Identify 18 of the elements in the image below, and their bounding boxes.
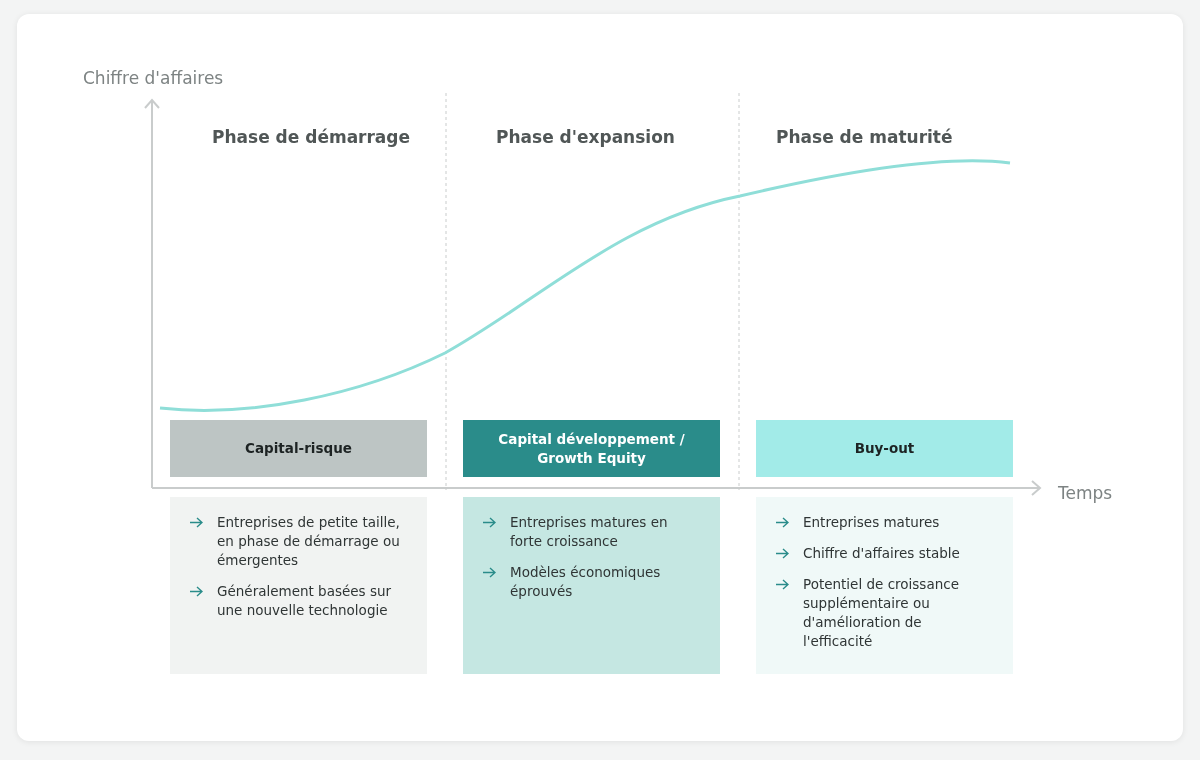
list-item: Entreprises matures xyxy=(803,513,940,532)
list-item: Modèles économiques éprouvés xyxy=(510,563,662,601)
phase-heading: Phase de maturité xyxy=(776,127,953,147)
financing-type-box: Capital-risque xyxy=(170,420,427,477)
axis-label: Temps xyxy=(1058,483,1113,503)
characteristics-panel xyxy=(756,497,1013,674)
list-item: Potentiel de croissance supplémentaire ou d'amélioration de l'efficacité xyxy=(803,575,960,651)
phase-heading: Phase de démarrage xyxy=(212,127,411,147)
list-item: Chiffre d'affaires stable xyxy=(803,544,960,563)
characteristics-panel xyxy=(463,497,720,674)
list-item: Généralement basées sur une nouvelle technologie xyxy=(217,582,393,620)
financing-type-box: Capital développement / Growth Equity xyxy=(463,420,720,477)
phase-heading: Phase d'expansion xyxy=(496,127,675,147)
financing-type-box: Buy-out xyxy=(756,420,1013,477)
list-item: Entreprises de petite taille, en phase de démarrage ou émergentes xyxy=(217,513,401,570)
list-item: Entreprises matures en forte croissance xyxy=(510,513,669,551)
characteristics-panel xyxy=(170,497,427,674)
axis-label: Chiffre d'affaires xyxy=(83,68,224,88)
